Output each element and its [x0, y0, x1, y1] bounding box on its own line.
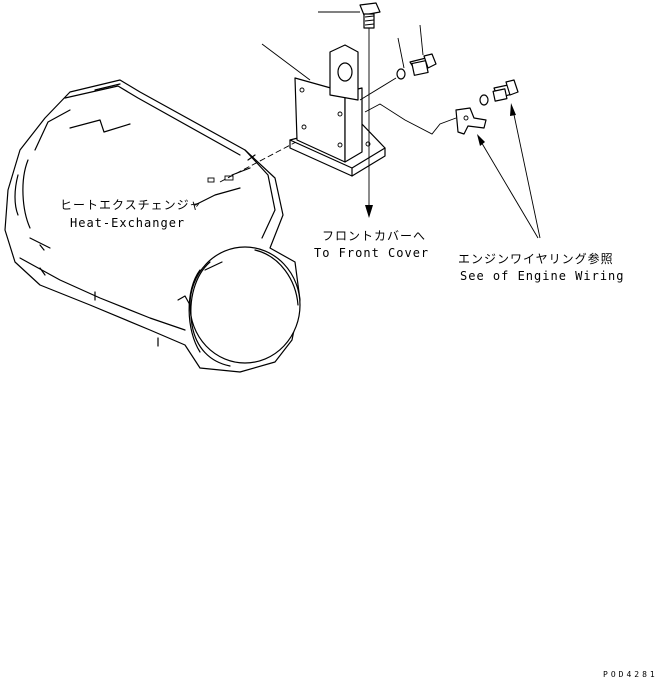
mounting-bracket	[289, 44, 386, 177]
engine-wiring-label-en: See of Engine Wiring	[460, 269, 625, 283]
connection-leader-line	[219, 141, 297, 183]
front-cover-label-jp: フロントカバーへ	[322, 229, 426, 243]
clamp-bolt-and-washer	[479, 79, 519, 106]
front-cover-label-en: To Front Cover	[314, 246, 429, 260]
engine-wiring-arrows	[477, 103, 541, 239]
heat-exchanger-label-en: Heat-Exchanger	[70, 216, 185, 230]
heat-exchanger-label-jp: ヒートエクスチェンジャ	[60, 198, 202, 212]
side-bolt-leader-2	[419, 24, 424, 56]
side-bolt-and-washer	[359, 53, 437, 101]
wiring-clamp	[364, 103, 487, 135]
engine-wiring-label-jp: エンジンワイヤリング参照	[458, 251, 614, 266]
bracket-leader	[261, 43, 311, 81]
side-bolt-leader	[397, 37, 405, 69]
figure-code: POD4281	[603, 670, 658, 679]
heat-exchanger-body	[4, 79, 301, 373]
front-cover-arrow	[365, 160, 373, 218]
